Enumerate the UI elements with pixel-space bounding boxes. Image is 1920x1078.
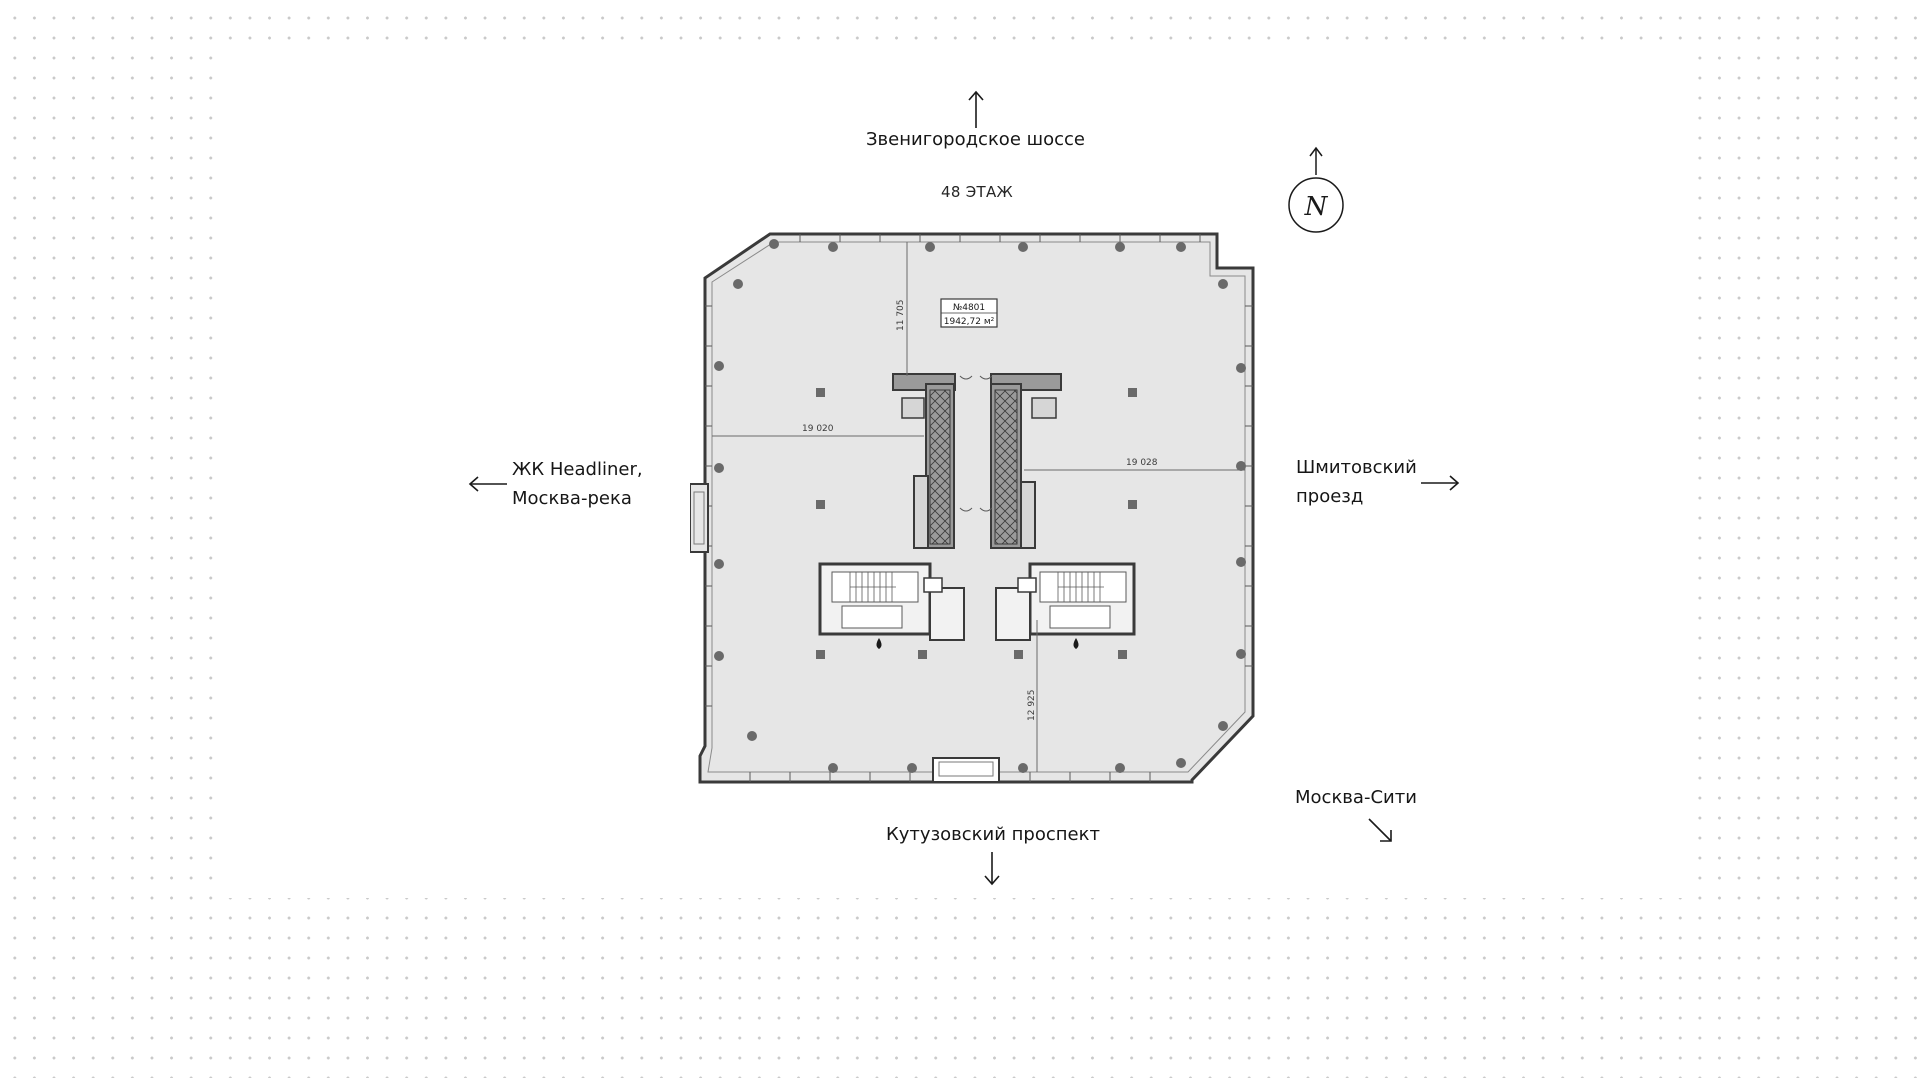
stair-right — [995, 562, 1136, 641]
floor-title: 48 ЭТАЖ — [941, 183, 1014, 201]
drop-icon-right — [1073, 638, 1079, 649]
floor-plan: 11 705 19 020 19 028 12 925 №4801 1942,7… — [690, 232, 1255, 784]
core-left — [892, 373, 956, 549]
north-arrow-icon — [968, 90, 984, 128]
dimension-right: 19 028 — [1126, 458, 1158, 468]
direction-east-line1: Шмитовский — [1296, 457, 1417, 478]
interior-columns — [816, 388, 1137, 659]
east-arrow-icon — [1421, 475, 1460, 491]
dimension-bottom: 12 925 — [1027, 690, 1037, 722]
compass-letter: N — [1304, 192, 1329, 222]
perimeter-columns — [714, 239, 1246, 773]
direction-east-label: Шмитовский проезд — [1296, 453, 1417, 511]
stair-left — [818, 562, 965, 641]
core-right — [990, 373, 1062, 549]
dimension-lines — [712, 242, 1245, 772]
drop-icon-left — [876, 638, 882, 649]
bay-window — [690, 483, 709, 553]
dimension-top: 11 705 — [896, 300, 906, 332]
direction-east-line2: проезд — [1296, 486, 1364, 507]
direction-south-label: Кутузовский проспект — [886, 824, 1100, 845]
compass-icon: N — [1288, 146, 1344, 233]
facade-mullions — [705, 234, 1253, 782]
southeast-arrow-icon — [1368, 818, 1392, 842]
west-arrow-icon — [468, 476, 507, 492]
direction-southeast-label: Москва-Сити — [1295, 787, 1417, 808]
floor-outline — [698, 232, 1255, 784]
unit-number: №4801 — [953, 303, 985, 313]
unit-area: 1942,72 м² — [944, 317, 995, 327]
direction-west-line2: Москва-река — [512, 488, 632, 509]
direction-west-line1: ЖК Headliner, — [512, 459, 643, 480]
dimension-left: 19 020 — [802, 424, 834, 434]
direction-west-label: ЖК Headliner, Москва-река — [512, 455, 643, 513]
south-arrow-icon — [984, 852, 1000, 886]
direction-north-label: Звенигородское шоссе — [866, 129, 1085, 150]
